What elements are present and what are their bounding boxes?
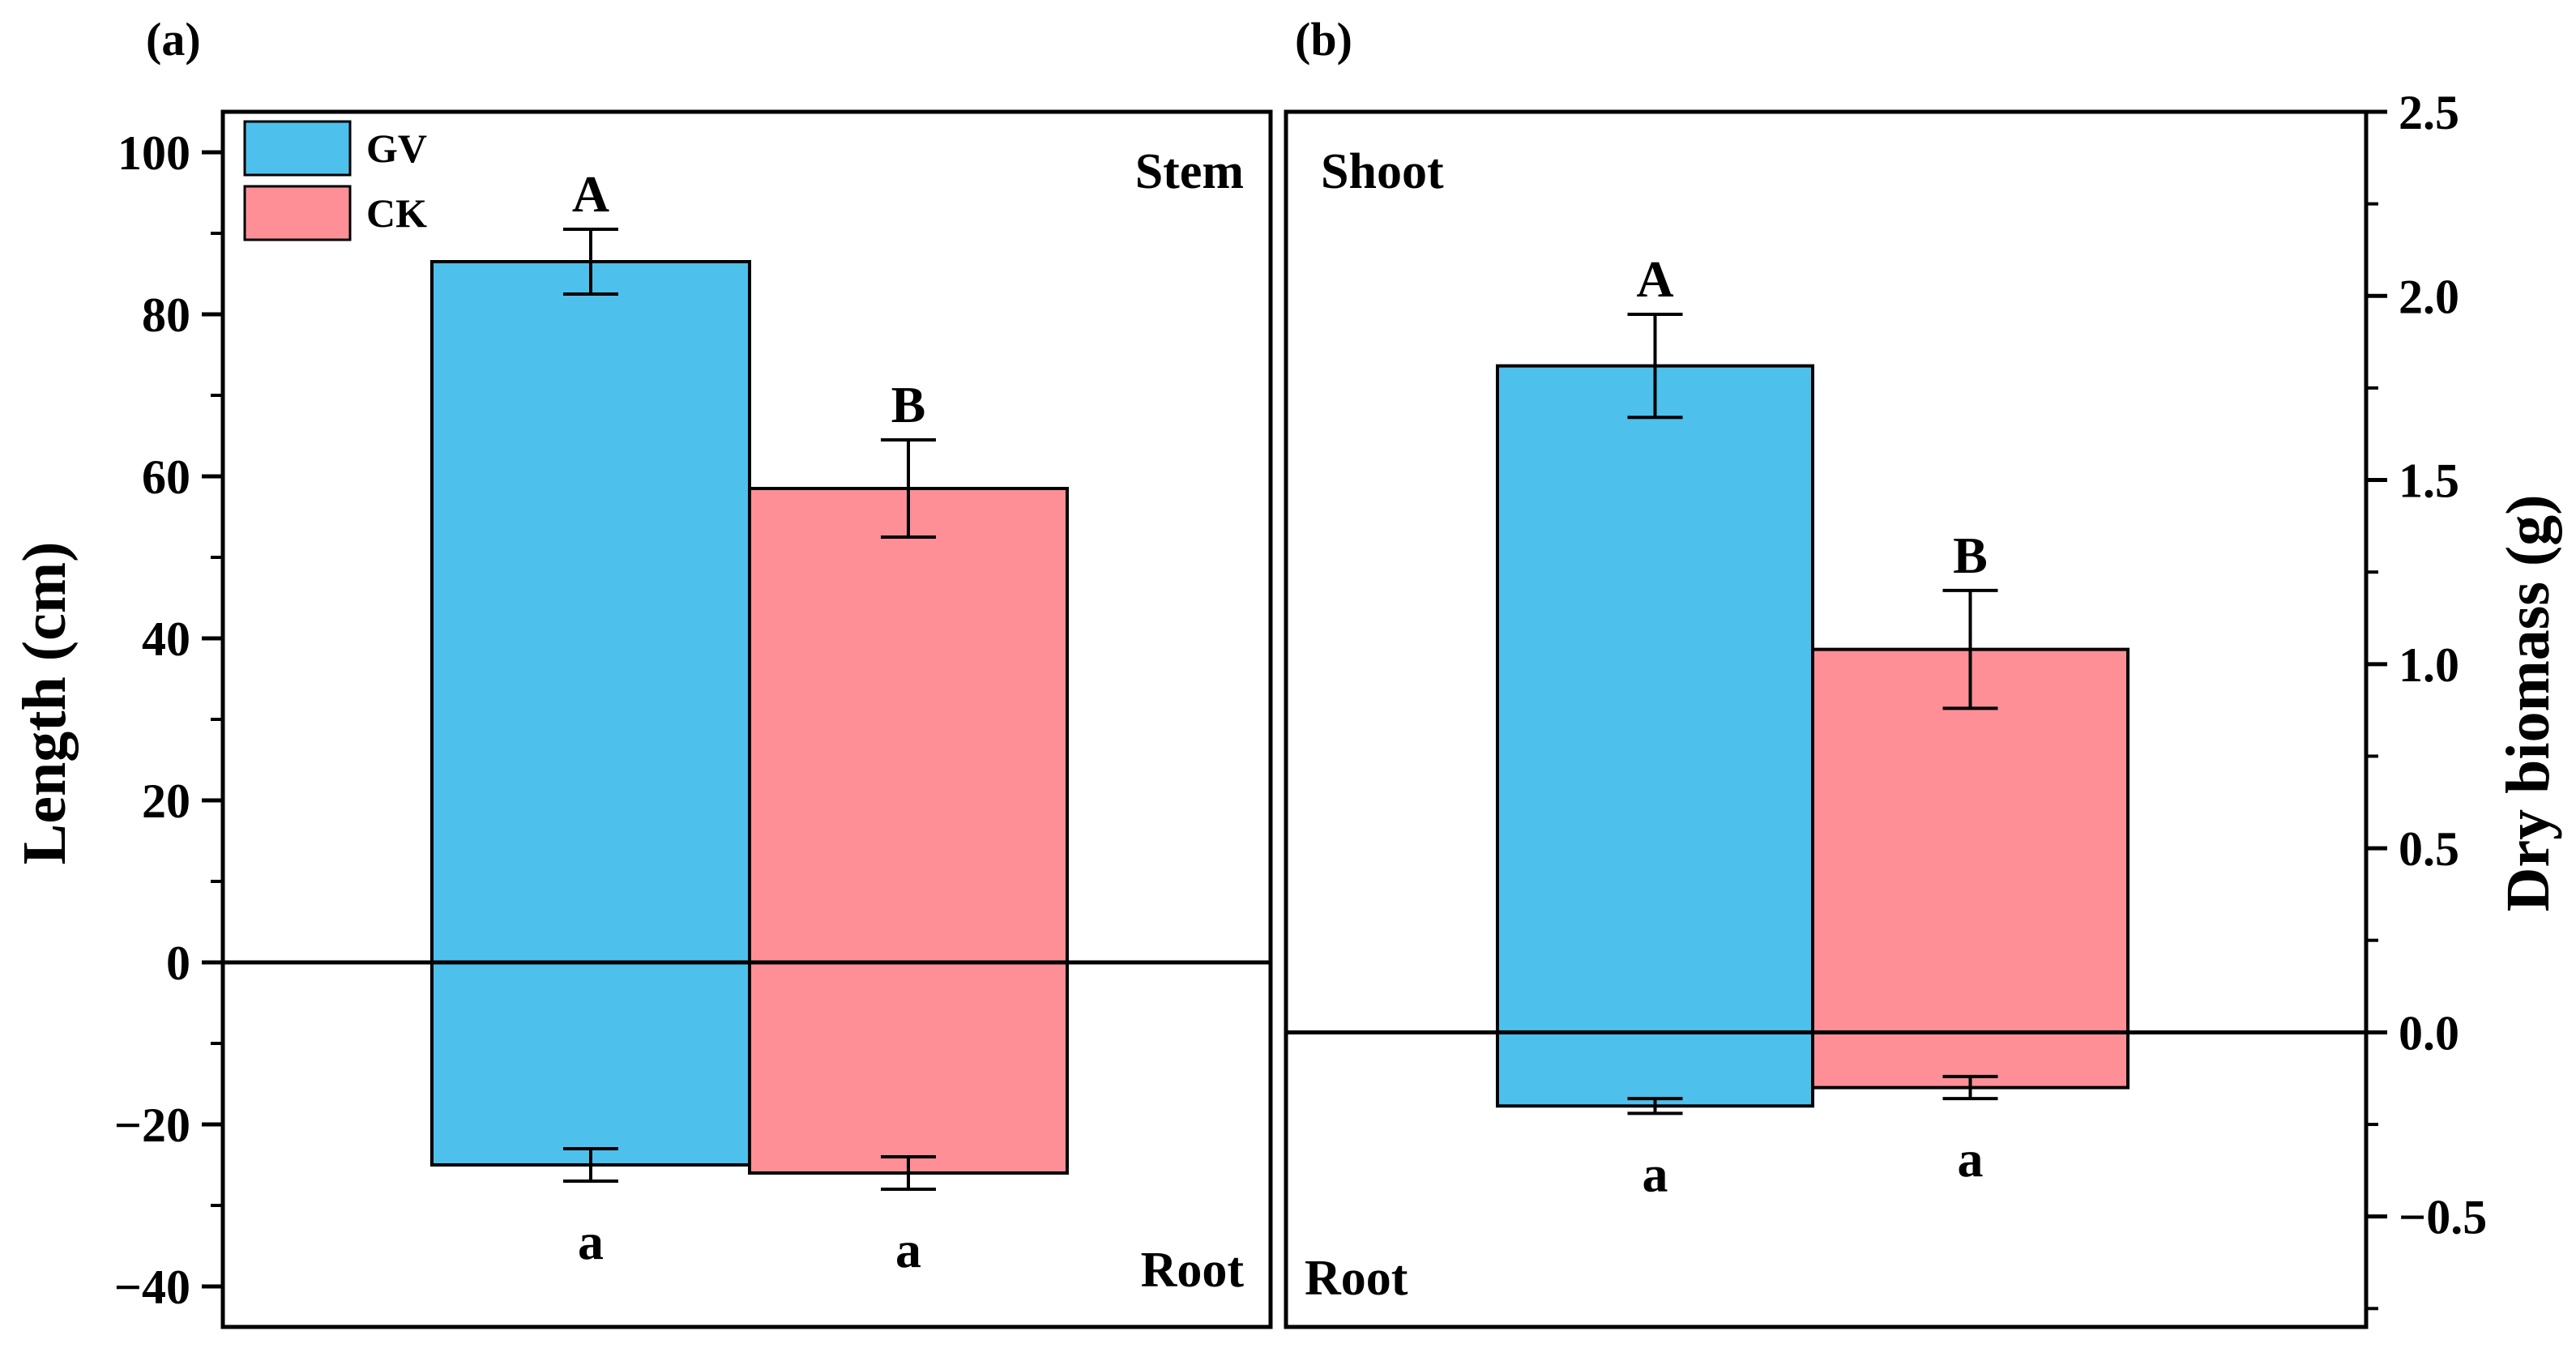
panel-b-shoot-label: Shoot [1321,144,1444,199]
panel-a-y-axis-title: Length (cm) [11,542,79,865]
panel-a-root-label: Root [1141,1243,1245,1298]
significance-label-gv-negative: a [578,1213,604,1270]
error-bar-gv-negative [563,1147,618,1183]
legend-swatch-ck [243,185,352,241]
panel-b-label: (b) [1295,13,1352,66]
y-tick-label: 80 [142,288,190,342]
error-bar-gv-positive [1627,313,1683,420]
y-tick-label: 1.5 [2399,454,2459,508]
bar-gv-negative [430,961,751,1167]
bar-ck-negative [748,961,1069,1175]
panel-a-label: (a) [146,13,201,66]
panel-a-y-axis: −40 −20 0 20 40 60 80 100 [114,126,223,1314]
y-tick-label: 20 [142,774,190,828]
panel-b-frame [1284,109,2369,1329]
y-tick-label: −0.5 [2399,1191,2487,1244]
y-tick-label: 2.0 [2399,270,2459,323]
panel-b-biomass-chart: (b) Dry biomass (g) −0.5 0.0 0.5 1.0 1.5 2.0 2… [1284,13,2562,1329]
bar-gv-positive [430,260,751,964]
panel-b-bars: Aa Ba [1496,250,2130,1202]
y-tick-label: −20 [114,1098,190,1152]
panel-b-root-label: Root [1305,1251,1408,1306]
significance-label-ck-negative: a [1958,1130,1984,1188]
legend-label-ck: CK [366,190,427,236]
y-tick-label: 40 [142,612,190,666]
y-tick-label: 100 [117,126,190,180]
y-tick-label: 60 [142,450,190,504]
significance-label-gv-negative: a [1643,1145,1668,1202]
significance-label-ck-negative: a [895,1221,921,1278]
significance-label-gv-positive: A [1636,250,1673,308]
error-bar-ck-negative [1942,1074,1998,1101]
bar-ck-positive [1811,647,2130,1034]
panel-b-y-axis: −0.5 0.0 0.5 1.0 1.5 2.0 2.5 [2366,86,2487,1311]
error-bar-ck-positive [881,438,936,539]
panel-a-stem-label: Stem [1135,144,1244,199]
panel-b-y-axis-title: Dry biomass (g) [2494,494,2562,911]
y-tick-label: 0 [166,936,190,990]
y-tick-label: 1.0 [2399,638,2459,692]
significance-label-gv-positive: A [572,165,609,223]
error-bar-gv-positive [563,228,618,296]
significance-label-ck-positive: B [1953,527,1988,584]
bar-gv-positive [1496,364,1814,1034]
bar-ck-positive [748,487,1069,964]
bar-gv-negative [1496,1030,1814,1108]
legend-swatch-gv [243,120,352,177]
error-bar-gv-negative [1627,1097,1683,1116]
error-bar-ck-negative [881,1155,936,1191]
y-tick-label: 0.0 [2399,1006,2459,1060]
y-tick-label: −40 [114,1261,190,1314]
y-tick-label: 0.5 [2399,822,2459,876]
y-tick-label: 2.5 [2399,86,2459,139]
legend-label-gv: GV [366,126,427,171]
panel-a-bars: Aa Ba [430,165,1069,1278]
legend: GV CK [243,120,427,241]
significance-label-ck-positive: B [891,376,926,433]
panel-a-frame [220,109,1273,1329]
error-bar-ck-positive [1942,588,1998,710]
